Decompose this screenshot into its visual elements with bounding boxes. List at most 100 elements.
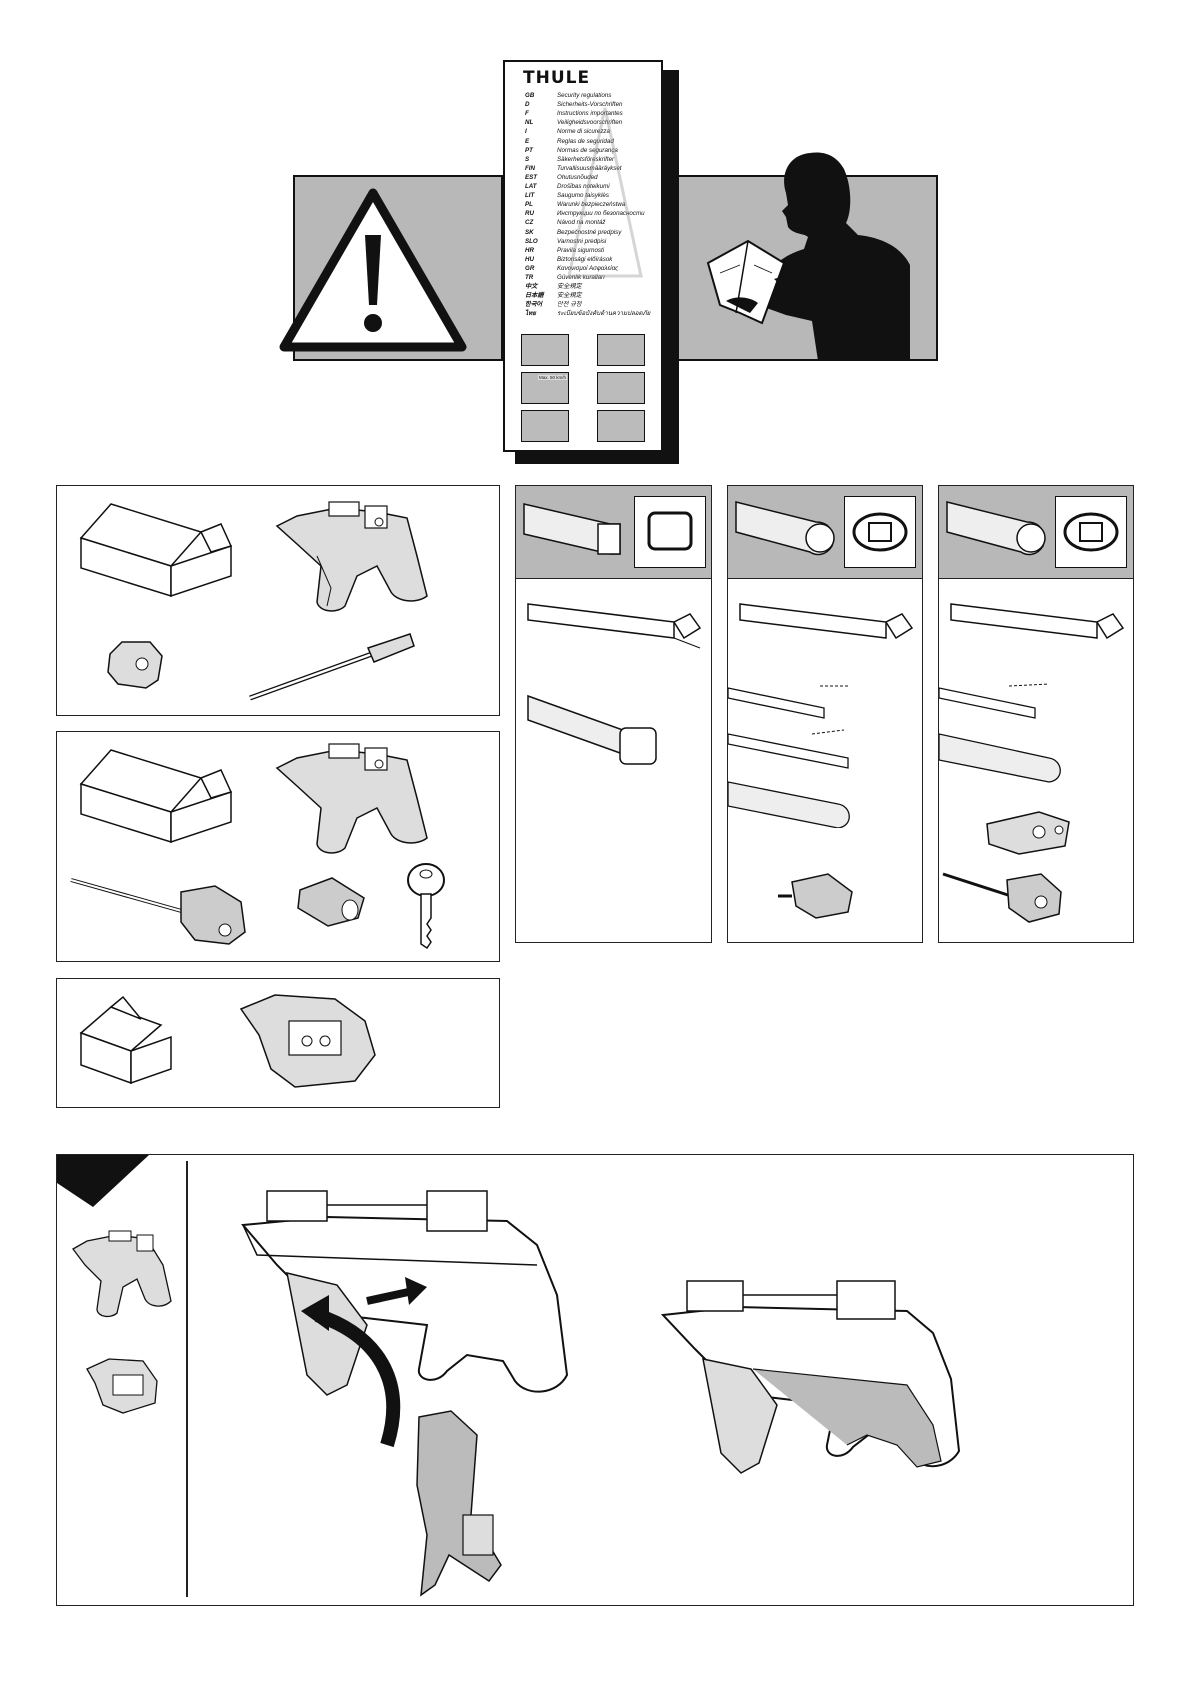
- profile-box-aero-lock: [1055, 496, 1127, 568]
- foot-variant-compact-icon: [86, 1358, 158, 1414]
- foot-pad-installed-illustration: [660, 1280, 961, 1474]
- language-text: Güvenlik kuralları: [557, 274, 605, 281]
- language-row: PL Warunki bezpieczeństwa: [525, 201, 625, 209]
- thumb-car-top: [521, 410, 569, 442]
- language-code: HU: [525, 255, 534, 263]
- thumb-bar-fit: [597, 334, 645, 366]
- thumb-bike: [597, 410, 645, 442]
- bar-head-square: [516, 486, 711, 579]
- step-divider: [186, 1161, 188, 1597]
- warning-triangle-icon: [279, 188, 467, 352]
- person-reading-manual-icon: [706, 152, 910, 361]
- roof-foot-icon: [275, 501, 428, 612]
- bar-panel-aero: [727, 485, 923, 943]
- aero-profile-icon: [852, 512, 908, 552]
- kit-panel-foot-standard: [56, 485, 500, 716]
- language-code: 한국어: [525, 301, 543, 309]
- compact-foot-icon: [239, 994, 376, 1088]
- language-text: Norme di sicurezza: [557, 128, 610, 136]
- aero-bar-section-icon: [735, 501, 835, 556]
- language-text: Ohutusnõuded: [557, 173, 598, 181]
- language-code: CZ: [525, 219, 534, 227]
- square-bar-long-icon: [527, 603, 702, 649]
- thumb-car-load: [521, 334, 569, 366]
- language-text: Security regulations: [557, 92, 612, 99]
- language-row: GB Security regulations: [525, 92, 611, 100]
- language-row: GR Κανονισμοί Ασφαλείας: [525, 265, 618, 273]
- language-text: Warunki bezpieczeństwa: [557, 201, 626, 209]
- language-row: ไทยระเบียบข้อบังคับด้านความปลอดภัย: [525, 310, 650, 318]
- end-cap-icon: [107, 641, 163, 689]
- box-icon: [79, 749, 233, 844]
- language-text: Pravila sigurnosti: [557, 246, 605, 254]
- language-text: Instructions importantes: [557, 110, 623, 118]
- language-code: F: [525, 110, 529, 118]
- bar-panel-square: [515, 485, 712, 943]
- language-text: 안전 규정: [557, 301, 582, 309]
- language-text: 安全規定: [557, 292, 582, 300]
- language-code: D: [525, 101, 530, 109]
- aero-bar-long-icon: [739, 603, 914, 640]
- foot-variant-standard-icon: [72, 1230, 172, 1318]
- kit-panel-foot-compact: [56, 978, 500, 1108]
- language-row: SLO Varnostni predpisi: [525, 238, 606, 246]
- language-text: 安全規定: [557, 283, 582, 291]
- language-row: TR Güvenlik kuralları: [525, 274, 605, 282]
- language-code: GB: [525, 92, 535, 99]
- language-code: HR: [525, 246, 534, 254]
- language-code: I: [525, 128, 527, 136]
- aero-profile-icon: [1063, 512, 1119, 552]
- language-row: I Norme di sicurezza: [525, 128, 610, 136]
- language-code: S: [525, 155, 530, 163]
- language-code: SLO: [525, 237, 538, 245]
- key-icon: [407, 863, 445, 950]
- language-text: Varnostni predpisi: [557, 237, 607, 245]
- language-code: SK: [525, 228, 534, 236]
- bar-head-aero: [728, 486, 922, 579]
- profile-box-square: [634, 496, 706, 568]
- language-code: GR: [525, 264, 535, 272]
- language-code: FIN: [525, 164, 535, 172]
- aero-end-cap-icon: [778, 873, 853, 919]
- language-text: ระเบียบข้อบังคับด้านความปลอดภัย: [557, 310, 651, 318]
- language-code: RU: [525, 210, 534, 218]
- aero-bar-long-icon: [950, 603, 1125, 640]
- language-code: LAT: [525, 183, 537, 190]
- step-corner-tab-icon: [57, 1155, 149, 1207]
- language-row: 日本語安全規定: [525, 292, 582, 300]
- box-icon: [79, 503, 233, 598]
- locking-end-cap-tool-icon: [942, 872, 1062, 923]
- watermark-triangle-icon: [567, 107, 643, 278]
- locking-end-cap-tool-icon: [70, 878, 246, 945]
- brand-logo: THULE: [523, 68, 591, 88]
- language-code: PL: [525, 201, 533, 209]
- profile-box-aero: [844, 496, 916, 568]
- lock-cylinder-icon: [297, 877, 365, 927]
- language-text: Veiligheidsvoorschriften: [557, 119, 623, 127]
- language-row: 中文安全規定: [525, 283, 582, 291]
- roof-foot-icon: [275, 743, 428, 854]
- language-text: Κανονισμοί Ασφαλείας: [557, 264, 619, 272]
- language-code: NL: [525, 119, 534, 127]
- foot-pad-removal-illustration: [240, 1190, 569, 1597]
- kit-panel-foot-lockable: [56, 731, 500, 962]
- language-code: PT: [525, 146, 533, 154]
- language-text: Saugumo taisyklės: [557, 192, 609, 200]
- language-code: E: [525, 137, 530, 145]
- language-text: Säkerhetsföreskrifter: [557, 155, 615, 163]
- language-code: TR: [525, 274, 534, 281]
- aero-slot-bars-icon: [939, 683, 1061, 783]
- language-text: Normas de segurança: [557, 146, 618, 154]
- square-bar-section-icon: [523, 503, 621, 555]
- aero-bar-section-icon: [946, 501, 1046, 556]
- aero-slot-bars-icon: [728, 685, 850, 828]
